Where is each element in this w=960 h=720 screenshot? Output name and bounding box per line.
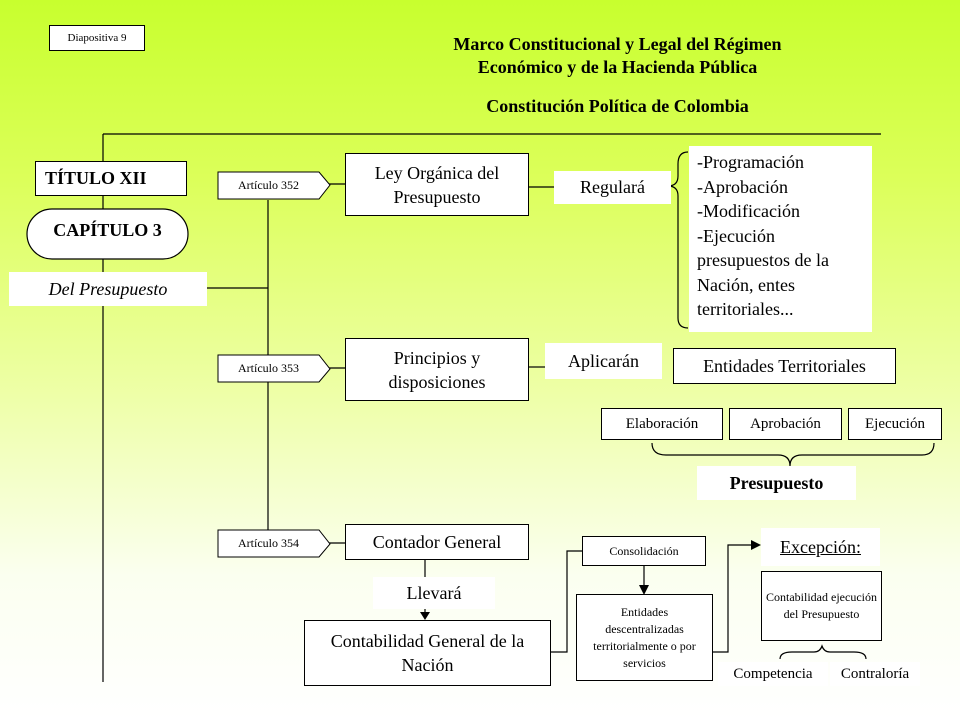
- list-item: Nación, entes: [697, 274, 795, 295]
- entidades-descentralizadas-box: Entidades descentralizadas territorialme…: [576, 594, 713, 681]
- list-item: -Modificación: [697, 201, 800, 221]
- regulara-label: Regulará: [554, 171, 671, 204]
- competencia-label: Competencia: [718, 662, 828, 686]
- principios-box: Principios y disposiciones: [345, 338, 529, 401]
- aprobacion-box: Aprobación: [729, 408, 842, 440]
- slide-tag: Diapositiva 9: [49, 25, 145, 51]
- list-item: -Aprobación: [697, 176, 788, 197]
- contador-general-box: Contador General: [345, 524, 529, 560]
- entidades-territoriales-box: Entidades Territoriales: [673, 348, 896, 384]
- list-item: presupuestos de la: [697, 250, 829, 270]
- contraloria-label: Contraloría: [830, 662, 920, 686]
- list-item: -Programación: [697, 152, 804, 172]
- article-352-shape: [217, 171, 331, 200]
- page-subtitle: Constitución Política de Colombia: [486, 96, 749, 116]
- capitulo-shape: [26, 208, 189, 260]
- capitulo-label: CAPÍTULO 3: [53, 220, 162, 240]
- contabilidad-general-box: Contabilidad General de la Nación: [304, 620, 551, 686]
- excepcion-label: Excepción:: [761, 528, 880, 566]
- article-354-shape: [217, 529, 331, 558]
- elaboracion-box: Elaboración: [601, 408, 723, 440]
- page-title-line2: Económico y de la Hacienda Pública: [477, 57, 758, 77]
- presupuesto-label: Presupuesto: [697, 466, 856, 500]
- article-352-label: Artículo 352: [238, 178, 299, 192]
- article-354-label: Artículo 354: [238, 536, 299, 550]
- ejecucion-box: Ejecución: [848, 408, 942, 440]
- article-353-label: Artículo 353: [238, 361, 299, 375]
- article-353-shape: [217, 354, 331, 383]
- consolidacion-box: Consolidación: [582, 536, 706, 566]
- list-item: -Ejecución: [697, 225, 775, 246]
- page-title-line1: Marco Constitucional y Legal del Régimen: [453, 34, 782, 54]
- list-item: territoriales...: [697, 299, 794, 319]
- regulara-list: -Programación -Aprobación -Modificación …: [689, 146, 872, 332]
- ley-organica-box: Ley Orgánica del Presupuesto: [345, 153, 529, 216]
- llevara-label: Llevará: [373, 577, 495, 609]
- contabilidad-ejecucion-box: Contabilidad ejecución del Presupuesto: [761, 571, 882, 641]
- aplicaran-label: Aplicarán: [545, 343, 662, 379]
- titulo-box: TÍTULO XII: [35, 161, 187, 196]
- del-presupuesto-box: Del Presupuesto: [9, 272, 207, 306]
